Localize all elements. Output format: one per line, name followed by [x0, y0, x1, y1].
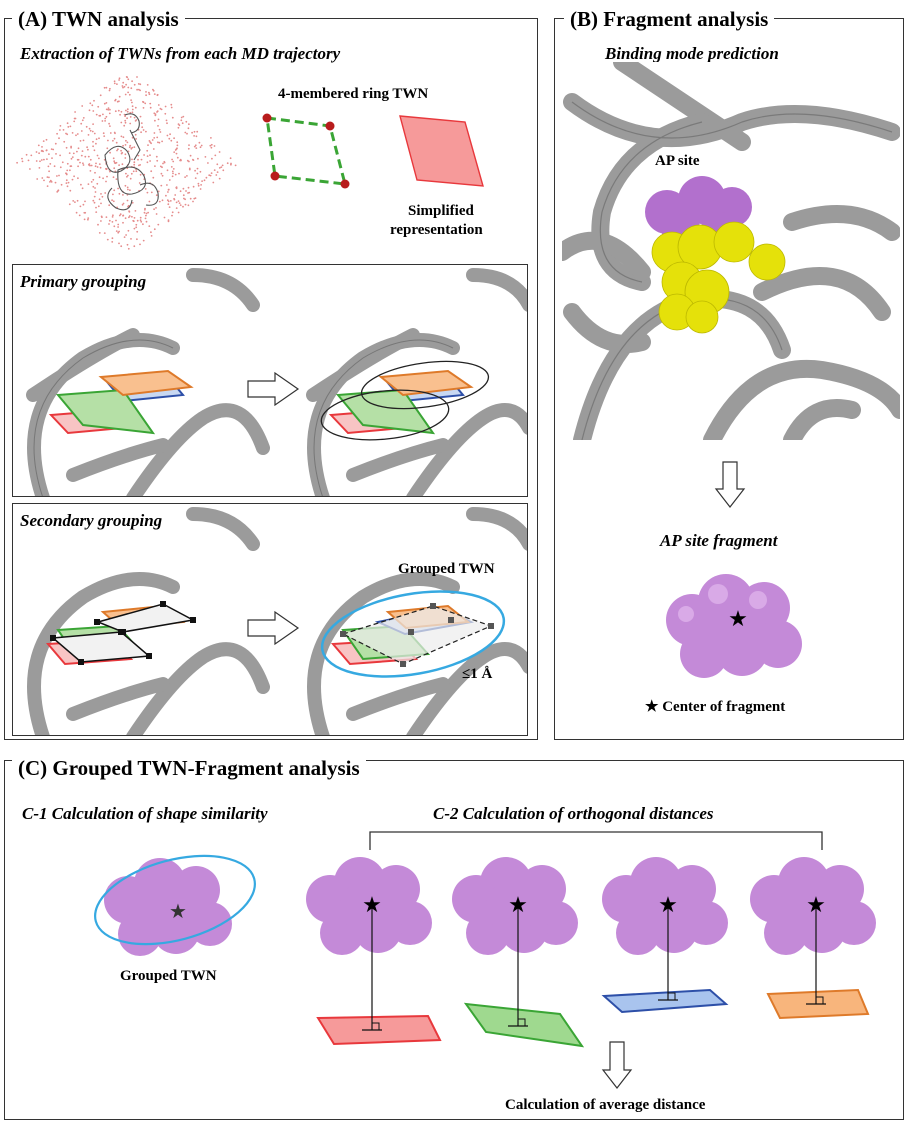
down-arrow-b	[714, 461, 746, 508]
right-angle-mark	[372, 1022, 380, 1030]
simplified-label-2: representation	[390, 222, 483, 238]
c2-title: C-2 Calculation of orthogonal distances	[433, 804, 714, 823]
right-angle-mark	[816, 996, 824, 1004]
center-star: ★	[806, 893, 826, 918]
panel-a-subtitle: Extraction of TWNs from each MD trajecto…	[20, 44, 341, 63]
panel-c-title: (C) Grouped TWN-Fragment analysis	[12, 756, 366, 780]
grouped-twn-label-a: Grouped TWN	[398, 561, 495, 577]
fragment-blob	[784, 881, 836, 933]
ap-site-fragment-title: AP site fragment	[660, 531, 778, 550]
primary-grouping-box	[12, 264, 528, 497]
panel-a-title: (A) TWN analysis	[12, 7, 185, 31]
fragment-blob	[486, 881, 538, 933]
right-angle-mark	[518, 1018, 526, 1026]
plane-green	[463, 1002, 585, 1048]
simplified-representation-shape	[399, 115, 484, 187]
panel-c	[4, 760, 904, 1120]
ap-site-fragment-image: ★	[666, 574, 802, 678]
svg-text:★: ★	[169, 899, 187, 923]
ring-twn-label: 4-membered ring TWN	[278, 86, 429, 102]
secondary-grouping-title: Secondary grouping	[20, 511, 163, 530]
center-star: ★	[362, 893, 382, 918]
c1-title: C-1 Calculation of shape similarity	[22, 804, 268, 823]
fragment-blob	[636, 881, 688, 933]
center-star: ★	[508, 893, 528, 918]
panel-b-title: (B) Fragment analysis	[564, 7, 775, 31]
secondary-grouping-box	[12, 503, 528, 736]
ap-site-label: AP site	[655, 153, 700, 169]
panel-a	[4, 18, 538, 740]
distance-threshold-label: ≤1 Å	[462, 666, 493, 682]
right-angle-mark	[668, 992, 676, 1000]
plane-blue	[601, 988, 729, 1014]
ring-twn-diagram	[262, 113, 350, 189]
simplified-label-1: Simplified	[408, 203, 474, 219]
binding-mode-image	[562, 62, 900, 440]
average-distance-label: Calculation of average distance	[505, 1097, 706, 1113]
svg-text:★: ★	[728, 607, 748, 632]
center-of-fragment-label: ★ Center of fragment	[645, 699, 786, 715]
fragment-blob	[340, 881, 392, 933]
panel-b-subtitle: Binding mode prediction	[605, 44, 779, 63]
protein-sketch	[104, 113, 159, 211]
grouped-twn-label-c: Grouped TWN	[120, 968, 217, 984]
primary-grouping-title: Primary grouping	[20, 272, 147, 291]
center-star: ★	[658, 893, 678, 918]
